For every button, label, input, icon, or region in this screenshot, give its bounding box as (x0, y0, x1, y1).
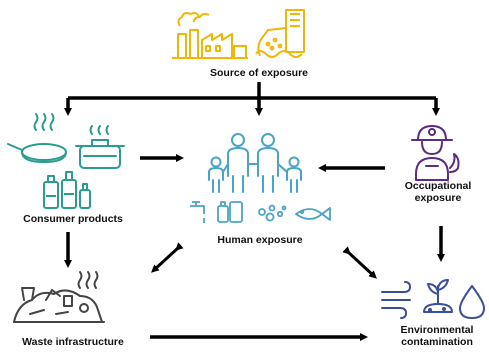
environmental-contamination-label: Environmental contamination (388, 324, 486, 348)
firefighter-icon (411, 125, 460, 181)
occupational-label-line2: exposure (414, 192, 462, 204)
arrows (64, 82, 445, 341)
arrow-human-environment-bidirectional (342, 246, 377, 279)
occupational-label-line1: Occupational (404, 180, 472, 192)
waste-infrastructure-label: Waste infrastructure (22, 336, 124, 348)
factory-icon (172, 12, 248, 59)
discharge-pipe-icon (255, 9, 305, 58)
environmental-label-line2: contamination (401, 336, 473, 348)
family-icon (208, 133, 302, 193)
human-exposure-label: Human exposure (217, 234, 303, 246)
cookware-icon (7, 113, 125, 169)
landfill-icon (13, 271, 105, 323)
environmental-label-line1: Environmental (400, 324, 474, 336)
exposure-routes-icon (190, 201, 331, 223)
arrow-human-waste-bidirectional (151, 242, 184, 273)
air-soil-water-icon (381, 279, 485, 319)
source-label: Source of exposure (209, 67, 309, 79)
occupational-label: Occupational exposure (390, 180, 486, 204)
consumer-products-label: Consumer products (23, 213, 123, 225)
bottles-icon (43, 171, 91, 209)
